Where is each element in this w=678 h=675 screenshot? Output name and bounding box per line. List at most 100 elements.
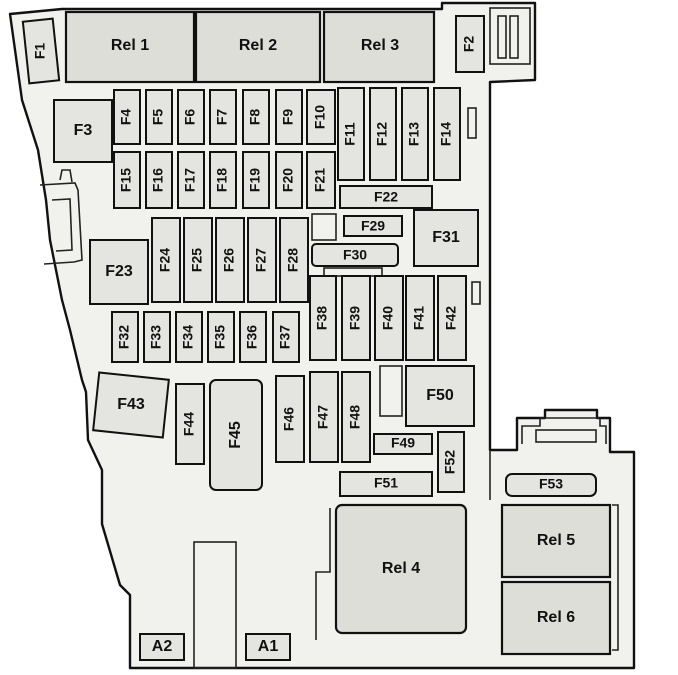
- fuse-f13: F13: [401, 87, 429, 181]
- relay-rel1-label: Rel 1: [111, 37, 149, 54]
- fuse-f49: F49: [373, 433, 433, 455]
- fuse-f35-label: F35: [212, 325, 228, 349]
- connector-a2: A2: [139, 633, 185, 661]
- fuse-f19: F19: [242, 151, 270, 209]
- fuse-f11-label: F11: [342, 122, 358, 146]
- fuse-f27-label: F27: [253, 248, 269, 272]
- fuse-f53-label: F53: [539, 476, 563, 492]
- fuse-f26: F26: [215, 217, 245, 303]
- left-mounting-clips: [39, 169, 83, 265]
- fuse-f49-label: F49: [391, 435, 415, 451]
- fuse-f4: F4: [113, 89, 141, 145]
- fuse-f1: F1: [21, 17, 61, 85]
- fuse-f1-label: F1: [32, 43, 48, 60]
- fuse-f5-label: F5: [150, 109, 166, 126]
- fuse-f44-label: F44: [181, 412, 197, 436]
- fuse-f14-label: F14: [438, 122, 454, 146]
- fuse-f11: F11: [337, 87, 365, 181]
- bottom-channel: [193, 450, 619, 669]
- fuse-f38: F38: [309, 275, 337, 361]
- rib-marks: [379, 107, 481, 417]
- fuse-f24-label: F24: [157, 248, 173, 272]
- fuse-f2-label: F2: [461, 36, 477, 53]
- right-connector-bracket: [521, 417, 607, 444]
- fuse-f30: F30: [311, 243, 399, 267]
- fuse-f47-label: F47: [315, 405, 331, 429]
- fuse-f2: F2: [455, 15, 485, 73]
- fuse-f15-label: F15: [118, 168, 134, 192]
- fuse-f41: F41: [405, 275, 435, 361]
- fuse-f14: F14: [433, 87, 461, 181]
- relay-rel2-label: Rel 2: [239, 37, 277, 54]
- fuse-f7: F7: [209, 89, 237, 145]
- relay-rel3-label: Rel 3: [361, 37, 399, 54]
- fuse-f32: F32: [111, 311, 139, 363]
- fuse-f12-label: F12: [374, 122, 390, 146]
- fuse-f24: F24: [151, 217, 181, 303]
- connector-a2-label: A2: [152, 638, 173, 655]
- fuse-f42-label: F42: [443, 306, 459, 330]
- fuse-f30-label: F30: [343, 247, 367, 263]
- fuse-f42: F42: [437, 275, 467, 361]
- fuse-f33-label: F33: [148, 325, 164, 349]
- fuse-f13-label: F13: [406, 122, 422, 146]
- fuse-f52-label: F52: [442, 450, 458, 474]
- fuse-f26-label: F26: [221, 248, 237, 272]
- fuse-f50-label: F50: [426, 387, 454, 404]
- fuse-f48-label: F48: [347, 405, 363, 429]
- fuse-f17: F17: [177, 151, 205, 209]
- fuse-f21: F21: [306, 151, 336, 209]
- fuse-f34: F34: [175, 311, 203, 363]
- fuse-f34-label: F34: [180, 325, 196, 349]
- fuse-f47: F47: [309, 371, 339, 463]
- fuse-f39: F39: [341, 275, 371, 361]
- fuse-f53: F53: [505, 473, 597, 497]
- fuse-f28: F28: [279, 217, 309, 303]
- fuse-f18-label: F18: [214, 168, 230, 192]
- relay-rel4: Rel 4: [334, 503, 468, 635]
- fuse-f10: F10: [306, 89, 336, 145]
- pad-1: [311, 213, 337, 241]
- fuse-f51: F51: [339, 471, 433, 497]
- fuse-f8-label: F8: [247, 109, 263, 126]
- fuse-f3: F3: [53, 99, 113, 163]
- fuse-f16: F16: [145, 151, 173, 209]
- relay-rel4-label: Rel 4: [382, 560, 420, 577]
- relay-rel6-label: Rel 6: [537, 609, 575, 626]
- connector-a1-label: A1: [258, 638, 279, 655]
- fuse-f45: F45: [209, 379, 263, 491]
- fuse-f50: F50: [405, 365, 475, 427]
- fuse-f5: F5: [145, 89, 173, 145]
- fuse-f6-label: F6: [182, 109, 198, 126]
- fuse-f22: F22: [339, 185, 433, 209]
- fuse-f48: F48: [341, 371, 371, 463]
- fuse-f25-label: F25: [189, 248, 205, 272]
- relay-rel1: Rel 1: [64, 10, 196, 84]
- connector-a1: A1: [245, 633, 291, 661]
- fuse-f20-label: F20: [280, 168, 296, 192]
- relay-rel5-label: Rel 5: [537, 532, 575, 549]
- fuse-f9: F9: [275, 89, 303, 145]
- fuse-f15: F15: [113, 151, 141, 209]
- fuse-f36-label: F36: [244, 325, 260, 349]
- fuse-f40: F40: [374, 275, 404, 361]
- fuse-f38-label: F38: [314, 306, 330, 330]
- fuse-f45-label: F45: [227, 421, 244, 449]
- fuse-f37-label: F37: [277, 325, 293, 349]
- fuse-f41-label: F41: [411, 306, 427, 330]
- fuse-f10-label: F10: [312, 105, 328, 129]
- fuse-f46-label: F46: [281, 407, 297, 431]
- fuse-f9-label: F9: [280, 109, 296, 126]
- fuse-f6: F6: [177, 89, 205, 145]
- fuse-f31-label: F31: [432, 229, 460, 246]
- relay-rel3: Rel 3: [322, 10, 436, 84]
- fuse-f3-label: F3: [74, 122, 93, 139]
- relay-rel5: Rel 5: [500, 503, 612, 579]
- fuse-f4-label: F4: [118, 109, 134, 126]
- relay-rel6: Rel 6: [500, 580, 612, 656]
- fuse-f18: F18: [209, 151, 237, 209]
- fuse-f35: F35: [207, 311, 235, 363]
- fuse-f12: F12: [369, 87, 397, 181]
- fuse-f29-label: F29: [361, 218, 385, 234]
